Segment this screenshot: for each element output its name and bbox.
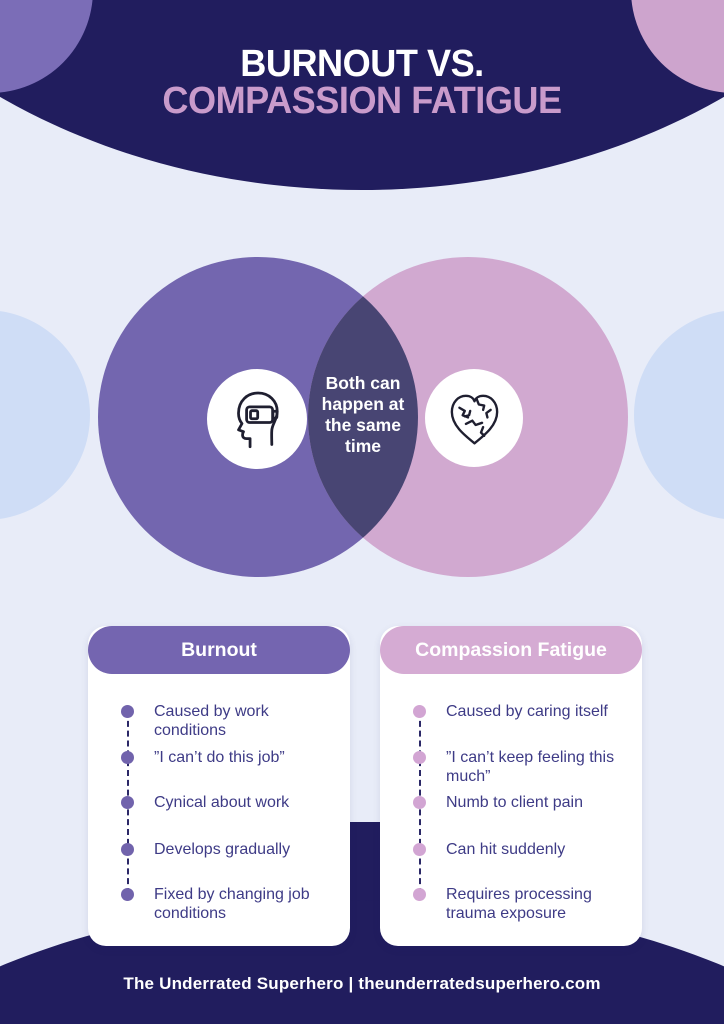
title-line-burnout: BURNOUT VS.: [240, 43, 484, 85]
burnout-card: Burnout Caused by work conditions ”I can…: [88, 626, 350, 946]
list-item-label: Requires processing trauma exposure: [446, 886, 592, 922]
list-item: Develops gradually: [121, 840, 336, 859]
venn-right-icon-badge: [425, 369, 523, 467]
list-item: ”I can’t keep feeling this much”: [413, 748, 628, 786]
list-item: Numb to client pain: [413, 793, 628, 812]
list-item: Caused by work conditions: [121, 702, 336, 740]
bullet-dot-icon: [121, 796, 134, 809]
footer-credit: The Underrated Superhero | theunderrated…: [123, 974, 601, 993]
list-item-label: Fixed by changing job conditions: [154, 886, 310, 922]
list-item-label: Caused by caring itself: [446, 703, 608, 720]
list-item-label: Can hit suddenly: [446, 841, 566, 858]
list-item: Cynical about work: [121, 793, 336, 812]
bullet-dot-icon: [413, 751, 426, 764]
corner-circle-top-right: [631, 0, 724, 93]
list-item-label: ”I can’t do this job”: [154, 749, 285, 766]
compassion-fatigue-card-header: Compassion Fatigue: [380, 626, 642, 674]
side-circle-left: [0, 311, 90, 519]
list-item: Requires processing trauma exposure: [413, 885, 628, 923]
bullet-dot-icon: [121, 751, 134, 764]
list-item: Fixed by changing job conditions: [121, 885, 336, 923]
bullet-dot-icon: [413, 843, 426, 856]
page-title: BURNOUT VS. COMPASSION FATIGUE: [0, 43, 724, 122]
head-low-battery-icon: [220, 382, 294, 456]
list-item: Caused by caring itself: [413, 702, 628, 721]
list-item-label: Develops gradually: [154, 841, 291, 858]
bullet-dot-icon: [121, 888, 134, 901]
list-item-label: Cynical about work: [154, 794, 290, 811]
list-item-label: Caused by work conditions: [154, 703, 269, 739]
list-item-label: ”I can’t keep feeling this much”: [446, 749, 615, 785]
bullet-dot-icon: [413, 888, 426, 901]
bullet-dot-icon: [413, 796, 426, 809]
list-item-label: Numb to client pain: [446, 794, 583, 811]
bullet-dot-icon: [413, 705, 426, 718]
corner-circle-top-left: [0, 0, 93, 93]
burnout-card-header: Burnout: [88, 626, 350, 674]
venn-overlap-lens: [308, 257, 418, 577]
list-item: Can hit suddenly: [413, 840, 628, 859]
compassion-fatigue-card: Compassion Fatigue Caused by caring itse…: [380, 626, 642, 946]
venn-overlap-text: Both can happen at the same time: [321, 373, 405, 456]
bullet-dot-icon: [121, 843, 134, 856]
list-item: ”I can’t do this job”: [121, 748, 336, 767]
side-circle-right: [634, 311, 724, 519]
header-arch-shape: [0, 0, 724, 190]
cracked-heart-icon: [440, 384, 509, 453]
bullet-dot-icon: [121, 705, 134, 718]
title-line-compassion-fatigue: COMPASSION FATIGUE: [162, 80, 562, 122]
